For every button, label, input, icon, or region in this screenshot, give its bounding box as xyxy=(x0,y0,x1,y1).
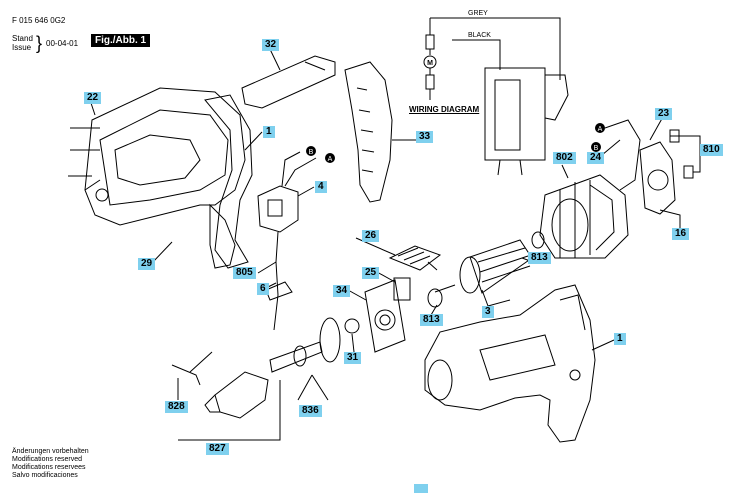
callout-22: 22 xyxy=(84,92,102,104)
callout-1-housing: 1 xyxy=(614,333,626,345)
callout-1-handle: 1 xyxy=(263,126,275,138)
marker-b-switch-label: B xyxy=(309,149,314,156)
brush-holder xyxy=(388,245,442,271)
marker-a-stator xyxy=(595,123,605,133)
callout-25: 25 xyxy=(362,267,380,279)
stand-label: Stand xyxy=(12,34,33,43)
callout-32: 32 xyxy=(262,39,280,51)
callout-813-left: 813 xyxy=(420,314,443,326)
callout-813-right: 813 xyxy=(528,252,551,264)
callout-4: 4 xyxy=(315,181,327,193)
callout-3: 3 xyxy=(482,306,494,318)
issue-date: 00-04-01 xyxy=(46,39,79,48)
callout-836: 836 xyxy=(299,405,322,417)
small-gear xyxy=(344,318,360,334)
callout-6: 6 xyxy=(257,283,269,295)
callout-31: 31 xyxy=(344,352,362,364)
callout-828: 828 xyxy=(165,401,188,413)
lead-wire xyxy=(604,119,641,191)
handle-half xyxy=(204,94,253,269)
callout-26: 26 xyxy=(362,230,380,242)
brace-glyph: } xyxy=(36,33,43,53)
marker-a-stator-label: A xyxy=(598,126,603,133)
callout-802: 802 xyxy=(553,152,576,164)
drill-chuck xyxy=(171,351,269,419)
marker-b-switch xyxy=(306,146,316,156)
handle-grip xyxy=(344,61,393,203)
armature xyxy=(427,231,545,308)
callout-827: 827 xyxy=(206,443,229,455)
callout-805: 805 xyxy=(233,267,256,279)
callout-34: 34 xyxy=(333,285,351,297)
marker-a-switch xyxy=(325,153,335,163)
gear-plate xyxy=(364,279,406,353)
marker-group: B A A B M xyxy=(306,60,605,163)
note-line: Modifications reserved xyxy=(12,456,83,463)
callout-23: 23 xyxy=(655,108,673,120)
motor-symbol: M xyxy=(427,60,433,67)
marker-b-stator xyxy=(591,142,601,152)
part-number: F 015 646 0G2 xyxy=(12,16,66,25)
marker-a-switch-label: A xyxy=(328,156,333,163)
wiring-diagram xyxy=(423,17,569,176)
wiring-diagram-title: WIRING DIAGRAM xyxy=(409,105,480,114)
plate xyxy=(393,277,411,301)
housing-assembled xyxy=(424,284,596,443)
figure-tag: Fig./Abb. 1 xyxy=(91,34,151,47)
callout-24: 24 xyxy=(587,152,605,164)
stator xyxy=(539,174,629,259)
callout-29: 29 xyxy=(138,258,156,270)
housing-half-left xyxy=(68,87,246,269)
wire-grey-label: GREY xyxy=(468,10,488,17)
note-line: Modifications reservees xyxy=(12,464,86,471)
marker-b-stator-label: B xyxy=(594,145,599,152)
note-line: Salvo modificaciones xyxy=(12,472,78,479)
wire-black-label: BLACK xyxy=(468,32,491,39)
switch-assembly xyxy=(257,151,317,331)
spindle-gear xyxy=(269,317,341,373)
callout-16: 16 xyxy=(672,228,690,240)
issue-label: Issue xyxy=(12,43,32,52)
callout-810: 810 xyxy=(700,144,723,156)
end-brush-ring xyxy=(639,141,676,215)
carbon-brush-bottom xyxy=(683,165,694,179)
switch-cover xyxy=(241,55,336,109)
modification-notes: Änderungen vorbehalten Modifications res… xyxy=(12,448,89,480)
page-marker xyxy=(414,484,428,493)
callout-33: 33 xyxy=(416,131,434,143)
note-line: Änderungen vorbehalten xyxy=(12,448,89,455)
